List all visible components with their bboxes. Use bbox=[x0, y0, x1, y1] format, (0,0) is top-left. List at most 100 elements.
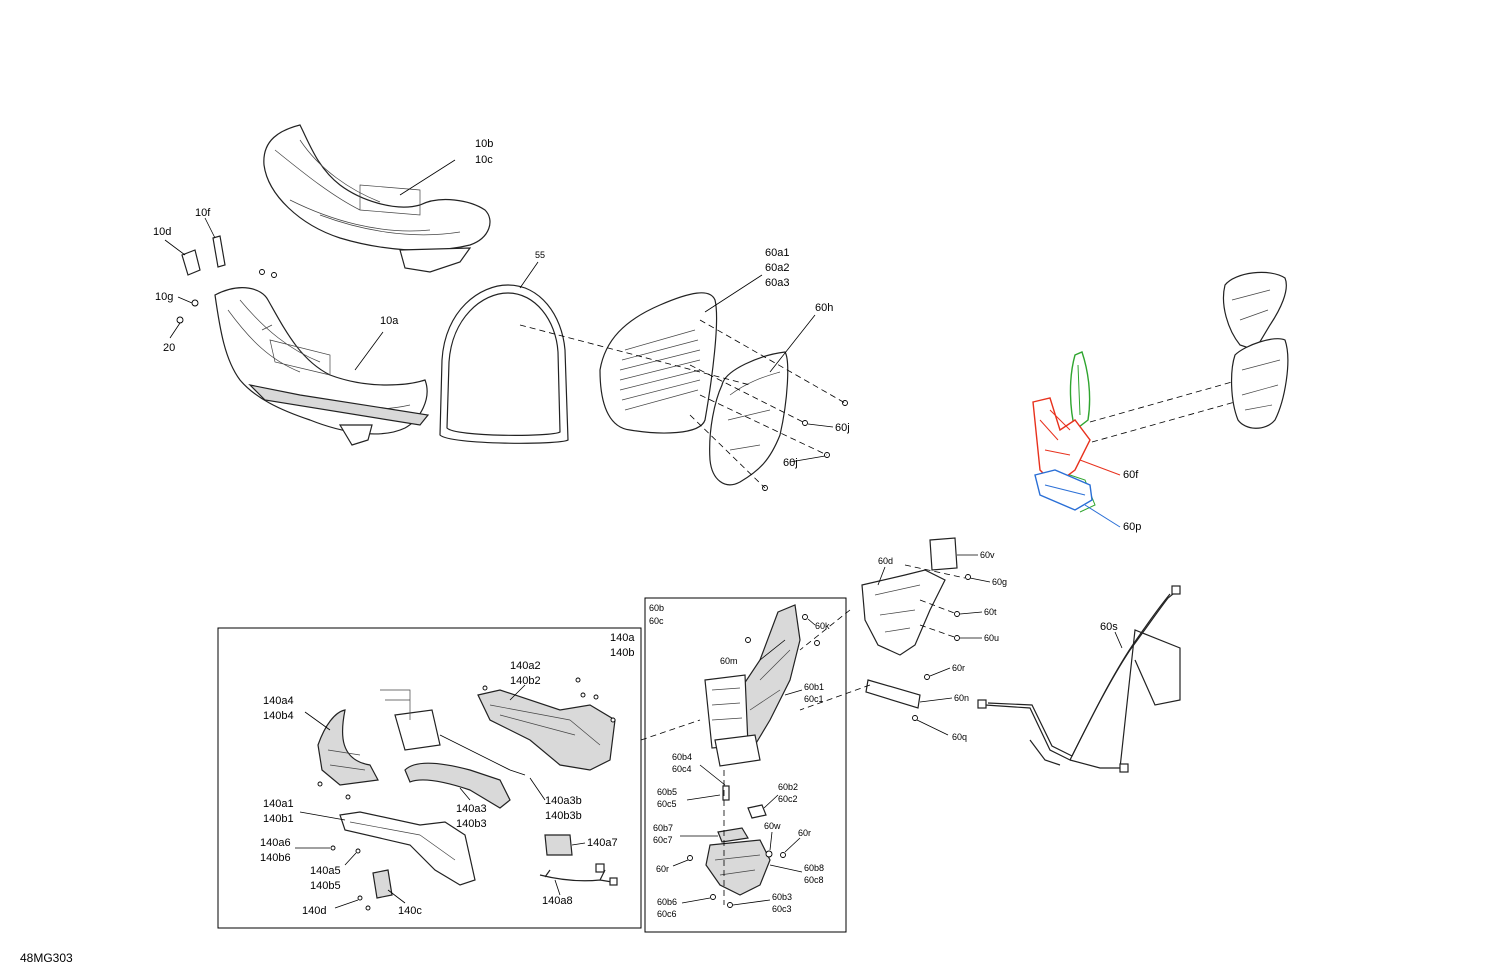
label-60b: 60b bbox=[649, 603, 664, 613]
label-140b3: 140b3 bbox=[456, 818, 487, 830]
label-60a1: 60a1 bbox=[765, 247, 789, 259]
screw-140d-a[interactable] bbox=[357, 895, 363, 901]
label-60c2: 60c2 bbox=[778, 794, 798, 804]
label-10c: 10c bbox=[475, 154, 493, 166]
nut-10g[interactable] bbox=[191, 299, 199, 307]
label-60h: 60h bbox=[815, 302, 833, 314]
screw-60g[interactable] bbox=[965, 574, 971, 580]
screw-60u[interactable] bbox=[954, 635, 960, 641]
screw-140a5[interactable] bbox=[355, 848, 361, 854]
diagram-code: 48MG303 bbox=[20, 951, 73, 965]
screw-60j-b[interactable] bbox=[802, 420, 808, 426]
label-10d: 10d bbox=[153, 226, 171, 238]
handle-base-140a1[interactable] bbox=[339, 811, 476, 886]
screw-140-d[interactable] bbox=[593, 694, 599, 700]
spring-60b5[interactable] bbox=[722, 785, 730, 801]
label-60d: 60d bbox=[878, 556, 893, 566]
label-140b5: 140b5 bbox=[310, 880, 341, 892]
detail-frame-140 bbox=[217, 627, 642, 929]
label-60u: 60u bbox=[984, 633, 999, 643]
washer-60w[interactable] bbox=[765, 850, 773, 858]
light-strip-140a3[interactable] bbox=[404, 762, 511, 809]
harness-140a8[interactable] bbox=[539, 863, 618, 886]
label-sticker-60v[interactable] bbox=[929, 537, 958, 571]
label-60r-3: 60r bbox=[656, 864, 669, 874]
label-140d: 140d bbox=[302, 905, 326, 917]
latch-60b2[interactable] bbox=[747, 804, 767, 819]
bracket-60p-blue[interactable] bbox=[1034, 469, 1093, 511]
label-55: 55 bbox=[535, 250, 545, 260]
screw-140a4-a[interactable] bbox=[317, 781, 323, 787]
screw-140-e[interactable] bbox=[610, 717, 616, 723]
handle-housing-60b8[interactable] bbox=[705, 839, 771, 896]
screw-140-b[interactable] bbox=[575, 677, 581, 683]
screw-60j-a[interactable] bbox=[842, 400, 848, 406]
screw-140a4-b[interactable] bbox=[345, 794, 351, 800]
screw-10a-1[interactable] bbox=[259, 269, 265, 275]
gasket-140a3b[interactable] bbox=[380, 689, 441, 751]
connector-60s-c bbox=[1119, 763, 1129, 773]
screw-60k-a[interactable] bbox=[802, 614, 808, 620]
screw-20[interactable] bbox=[176, 316, 184, 324]
light-cover-140a4[interactable] bbox=[317, 709, 379, 786]
label-10g: 10g bbox=[155, 291, 173, 303]
handle-bracket-60b1[interactable] bbox=[704, 604, 801, 767]
handle-140a2[interactable] bbox=[477, 689, 616, 771]
screw-60k-b[interactable] bbox=[814, 640, 820, 646]
screw-140-c[interactable] bbox=[580, 692, 586, 698]
screw-60b6[interactable] bbox=[710, 894, 716, 900]
wire-harness-60s[interactable] bbox=[977, 585, 1181, 773]
module-140a7[interactable] bbox=[544, 834, 573, 856]
screw-140d-b[interactable] bbox=[365, 905, 371, 911]
label-60c8: 60c8 bbox=[804, 875, 824, 885]
label-60c3: 60c3 bbox=[772, 904, 792, 914]
backrest-60a[interactable] bbox=[599, 292, 718, 434]
label-140a8: 140a8 bbox=[542, 895, 573, 907]
detail-frame-60b-60c bbox=[644, 597, 847, 933]
label-60c5: 60c5 bbox=[657, 799, 677, 809]
label-60t: 60t bbox=[984, 607, 997, 617]
plate-60n[interactable] bbox=[865, 679, 921, 709]
reflector-140c[interactable] bbox=[372, 869, 393, 899]
rear-backrest-assembly[interactable] bbox=[1222, 271, 1289, 429]
bracket-60d[interactable] bbox=[861, 569, 946, 656]
label-60b1: 60b1 bbox=[804, 682, 824, 692]
screw-140-a[interactable] bbox=[482, 685, 488, 691]
backrest-pad-55[interactable] bbox=[439, 284, 569, 444]
label-60f: 60f bbox=[1123, 469, 1139, 481]
seat-cushion[interactable] bbox=[263, 124, 491, 273]
label-140a3b: 140a3b bbox=[545, 795, 582, 807]
label-60k: 60k bbox=[815, 621, 830, 631]
bracket-60f-green[interactable] bbox=[1054, 351, 1096, 513]
label-60n: 60n bbox=[954, 693, 969, 703]
screw-140a6[interactable] bbox=[330, 845, 336, 851]
bracket-10f[interactable] bbox=[212, 235, 226, 268]
label-60b6: 60b6 bbox=[657, 897, 677, 907]
screw-10a-2[interactable] bbox=[271, 272, 277, 278]
label-140b3b: 140b3b bbox=[545, 810, 582, 822]
label-60s: 60s bbox=[1100, 621, 1118, 633]
seat-base[interactable] bbox=[214, 287, 430, 446]
label-140b4: 140b4 bbox=[263, 710, 294, 722]
label-10b: 10b bbox=[475, 138, 493, 150]
screw-60r-b[interactable] bbox=[687, 855, 693, 861]
label-140a: 140a bbox=[610, 632, 635, 644]
label-60b8: 60b8 bbox=[804, 863, 824, 873]
screw-60r-a[interactable] bbox=[924, 674, 930, 680]
label-140b1: 140b1 bbox=[263, 813, 294, 825]
screw-60b3[interactable] bbox=[727, 902, 733, 908]
label-140a2: 140a2 bbox=[510, 660, 541, 672]
screw-60m[interactable] bbox=[745, 637, 751, 643]
label-20: 20 bbox=[163, 342, 175, 354]
lever-60b7[interactable] bbox=[717, 827, 749, 843]
clip-10d[interactable] bbox=[181, 249, 201, 276]
label-60j-2: 60j bbox=[783, 457, 798, 469]
connector-60s-a bbox=[977, 699, 987, 709]
label-60r-1: 60r bbox=[952, 663, 965, 673]
label-60c6: 60c6 bbox=[657, 909, 677, 919]
screw-60r-c[interactable] bbox=[780, 852, 786, 858]
screw-60q[interactable] bbox=[912, 715, 918, 721]
label-60b2: 60b2 bbox=[778, 782, 798, 792]
screw-60t[interactable] bbox=[954, 611, 960, 617]
